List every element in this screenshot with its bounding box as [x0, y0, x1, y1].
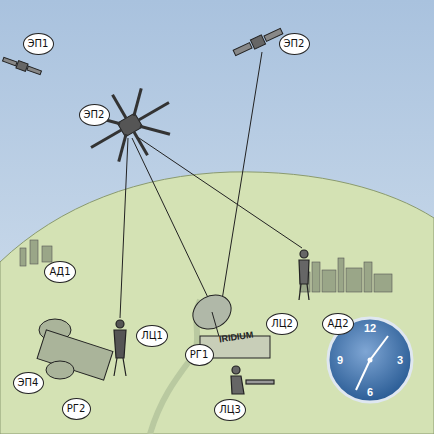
callout-circle: ЛЦ3	[214, 399, 246, 421]
callout-text: ЭП2	[84, 110, 105, 120]
callout-text: ЛЦ2	[271, 319, 293, 329]
clock-numeral: 12	[364, 323, 376, 334]
callout-text: АД2	[327, 319, 348, 329]
callout-circle: ЭП2	[79, 104, 110, 126]
person	[299, 250, 309, 300]
callout-circle: РГ2	[62, 398, 91, 420]
signal-lines	[120, 52, 302, 318]
person	[114, 320, 126, 376]
callout-text: ЛЦ3	[219, 405, 241, 415]
city	[20, 240, 392, 292]
callout-circle: РГ1	[185, 344, 214, 366]
callout-text: РГ2	[67, 404, 86, 414]
satellite	[232, 26, 283, 57]
callout-circle: ЛЦ2	[266, 313, 298, 335]
callout-circle: АД1	[44, 261, 76, 283]
callout-text: ЭП4	[18, 378, 39, 388]
clock-numeral: 9	[337, 355, 343, 366]
ground-station	[37, 319, 113, 380]
callout-text: ЭП1	[28, 39, 49, 49]
clock-numeral: 6	[367, 387, 373, 398]
person	[231, 366, 274, 394]
earth	[0, 172, 434, 434]
callout-text: ЛЦ1	[141, 331, 163, 341]
river	[150, 300, 200, 434]
callout-text: РГ1	[190, 350, 209, 360]
callout-text: АД1	[49, 267, 70, 277]
callout-circle: ЭП1	[23, 33, 54, 55]
callout-circle: ЭП2	[279, 33, 310, 55]
callout-text: ЭП2	[284, 39, 305, 49]
callout-circle: АД2	[322, 313, 354, 335]
satellite	[2, 55, 42, 76]
satellite	[74, 72, 187, 178]
clock-numeral: 3	[397, 355, 403, 366]
callout-circle: ЭП4	[13, 372, 44, 394]
callout-circle: ЛЦ1	[136, 325, 168, 347]
